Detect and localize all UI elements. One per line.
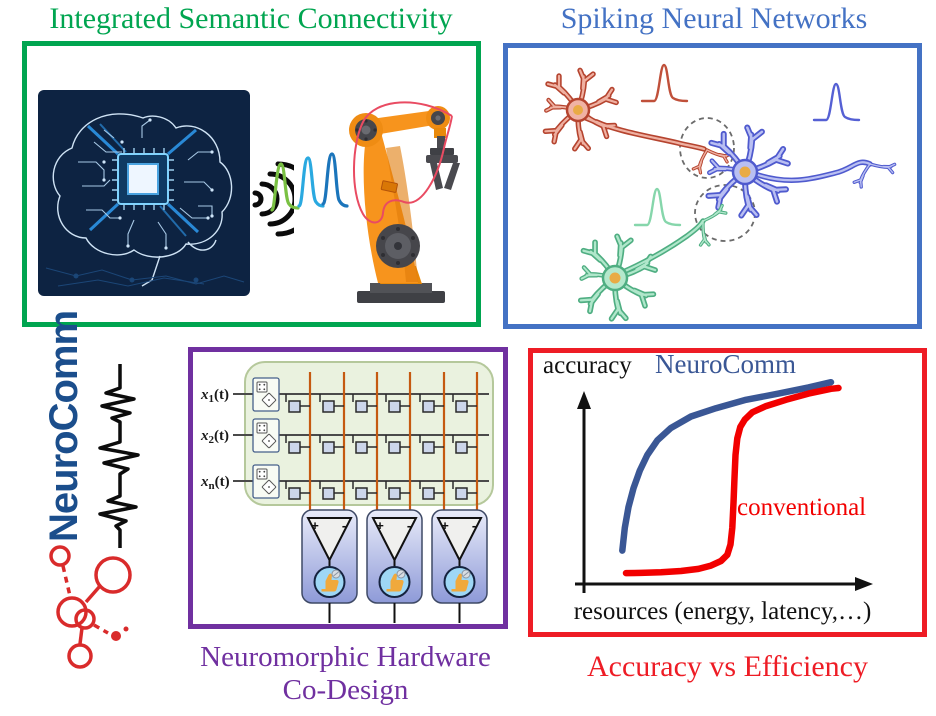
neuron-block-1: + - — [301, 509, 358, 623]
opamp-icon — [306, 517, 353, 563]
crossbar-array-diagram: x1(t) x2(t) xn(t) — [200, 361, 494, 623]
thumbs-up-icon — [386, 569, 406, 592]
title-spiking-neural-networks: Spiking Neural Networks — [560, 2, 868, 35]
svg-text:-: - — [407, 518, 411, 533]
spike-train-icon — [270, 152, 349, 212]
svg-text:-: - — [472, 518, 476, 533]
neuron-block-2: + - — [366, 509, 423, 623]
x-axis — [575, 577, 873, 591]
svg-text:+: + — [311, 518, 319, 533]
label-conventional: conventional — [737, 494, 867, 521]
label-resources: resources (energy, latency,…) — [573, 598, 872, 625]
label-accuracy: accuracy — [543, 352, 632, 379]
title-hw-line2: Co-Design — [282, 674, 409, 707]
snn-illustration — [508, 47, 918, 325]
opamp-icon — [371, 517, 418, 563]
neuron-blue — [705, 122, 898, 222]
title-neuromorphic-hardware-codesign: Neuromorphic Hardware Co-Design — [183, 641, 508, 708]
row-label-x2: x2(t) — [200, 428, 229, 446]
column-lines — [308, 372, 479, 512]
thumbs-up-icon — [321, 569, 341, 592]
row-label-xn: xn(t) — [200, 474, 230, 492]
neuron-green — [577, 203, 727, 325]
tradeoff-chart — [575, 378, 873, 593]
crossbar-panel — [244, 361, 494, 506]
spike-icon-red — [640, 63, 689, 103]
thumbs-up-icon — [451, 569, 471, 592]
svg-text:+: + — [441, 518, 449, 533]
curve-conventional — [622, 384, 842, 577]
synapse-circle-upper — [679, 117, 735, 179]
title-hw-line1: Neuromorphic Hardware — [200, 641, 491, 673]
neuron-block-3: + - — [431, 509, 488, 623]
red-outline-loop — [353, 101, 453, 224]
brain-circuit-image — [38, 90, 250, 296]
dice-icon-row2 — [252, 418, 280, 453]
y-axis — [577, 391, 591, 593]
spike-icon-blue — [812, 82, 861, 122]
background-mesh — [45, 267, 245, 287]
ekg-waveform-icon — [98, 364, 140, 548]
panel-spiking-neural-networks — [503, 43, 922, 329]
svg-text:+: + — [376, 518, 384, 533]
curve-neurocomm — [619, 378, 835, 554]
logo-neurocomm-text: NeuroComm — [42, 310, 86, 542]
circuit-traces — [78, 119, 213, 248]
neuron-red — [542, 65, 733, 175]
svg-text:-: - — [342, 518, 346, 533]
spike-icon-green — [633, 187, 682, 227]
dice-icon-row1 — [252, 377, 280, 412]
chip-icon — [86, 123, 200, 237]
row-label-x1: x1(t) — [200, 387, 229, 405]
title-integrated-semantic-connectivity: Integrated Semantic Connectivity — [49, 2, 453, 35]
wifi-signal-icon — [252, 161, 294, 237]
dice-icon-row3 — [252, 464, 280, 499]
molecule-icon — [49, 545, 132, 669]
title-accuracy-vs-efficiency: Accuracy vs Efficiency — [587, 650, 868, 683]
label-neurocomm: NeuroComm — [655, 349, 796, 379]
trace-dots — [102, 118, 214, 250]
robot-arm-icon — [349, 101, 460, 303]
opamp-icon — [436, 517, 483, 563]
